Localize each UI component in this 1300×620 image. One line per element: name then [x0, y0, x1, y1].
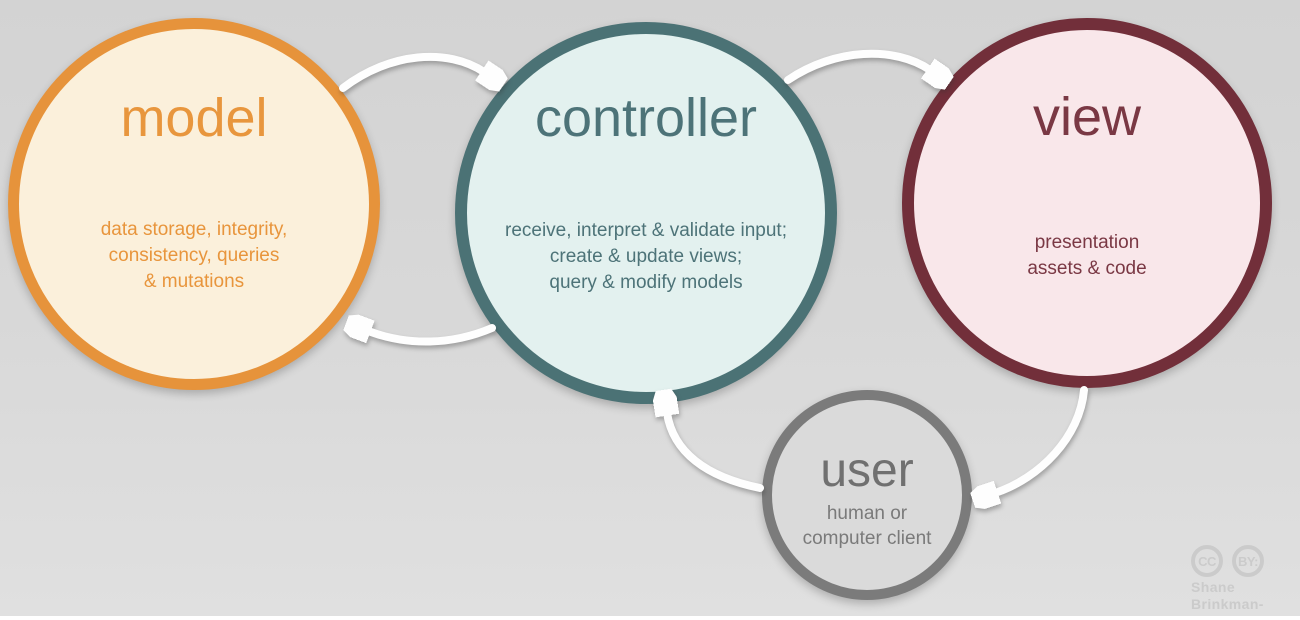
cc-by-icons: CC BY: — [1191, 545, 1300, 577]
model-desc-line: data storage, integrity, — [100, 219, 288, 240]
view-desc-line: presentation — [1034, 232, 1140, 253]
model-desc-line: & mutations — [143, 271, 245, 292]
controller-desc-line: query & modify models — [549, 272, 743, 293]
arrow-controller-to-model-icon — [368, 328, 496, 346]
by-icon: BY: — [1232, 545, 1264, 577]
user-node: user human or computer client — [762, 390, 972, 600]
view-node: view presentation assets & code — [902, 18, 1272, 388]
author-line: Shane — [1191, 579, 1236, 595]
cc-icon: CC — [1191, 545, 1223, 577]
model-description: data storage, integrity, consistency, qu… — [0, 217, 389, 295]
controller-desc-line: create & update views; — [549, 246, 743, 267]
user-desc-line: human or — [826, 503, 908, 524]
bottom-strip — [0, 616, 1300, 620]
arrow-user-to-controller-icon — [667, 413, 764, 492]
model-desc-line: consistency, queries — [108, 245, 280, 266]
user-desc-line: computer client — [802, 528, 932, 549]
controller-description: receive, interpret & validate input; cre… — [447, 218, 845, 296]
view-description: presentation assets & code — [894, 230, 1280, 282]
arrow-model-to-controller-icon — [339, 52, 484, 88]
controller-title: controller — [534, 88, 758, 148]
user-description: human or computer client — [752, 501, 982, 551]
by-icon-label: BY: — [1238, 553, 1258, 569]
view-desc-line: assets & code — [1027, 258, 1147, 279]
model-node: model data storage, integrity, consisten… — [8, 18, 380, 390]
cc-icon-label: CC — [1198, 553, 1216, 569]
arrow-view-to-user-icon — [995, 386, 1088, 493]
author-credit: Shane Brinkman-Davis — [1191, 579, 1300, 620]
model-title: model — [120, 88, 268, 148]
view-title: view — [1032, 87, 1142, 147]
controller-desc-line: receive, interpret & validate input; — [505, 220, 787, 241]
user-title: user — [820, 444, 914, 497]
cc-attribution: CC BY: Shane Brinkman-Davis — [1191, 545, 1300, 620]
controller-node: controller receive, interpret & validate… — [455, 22, 837, 404]
arrow-controller-to-view-icon — [784, 49, 930, 80]
